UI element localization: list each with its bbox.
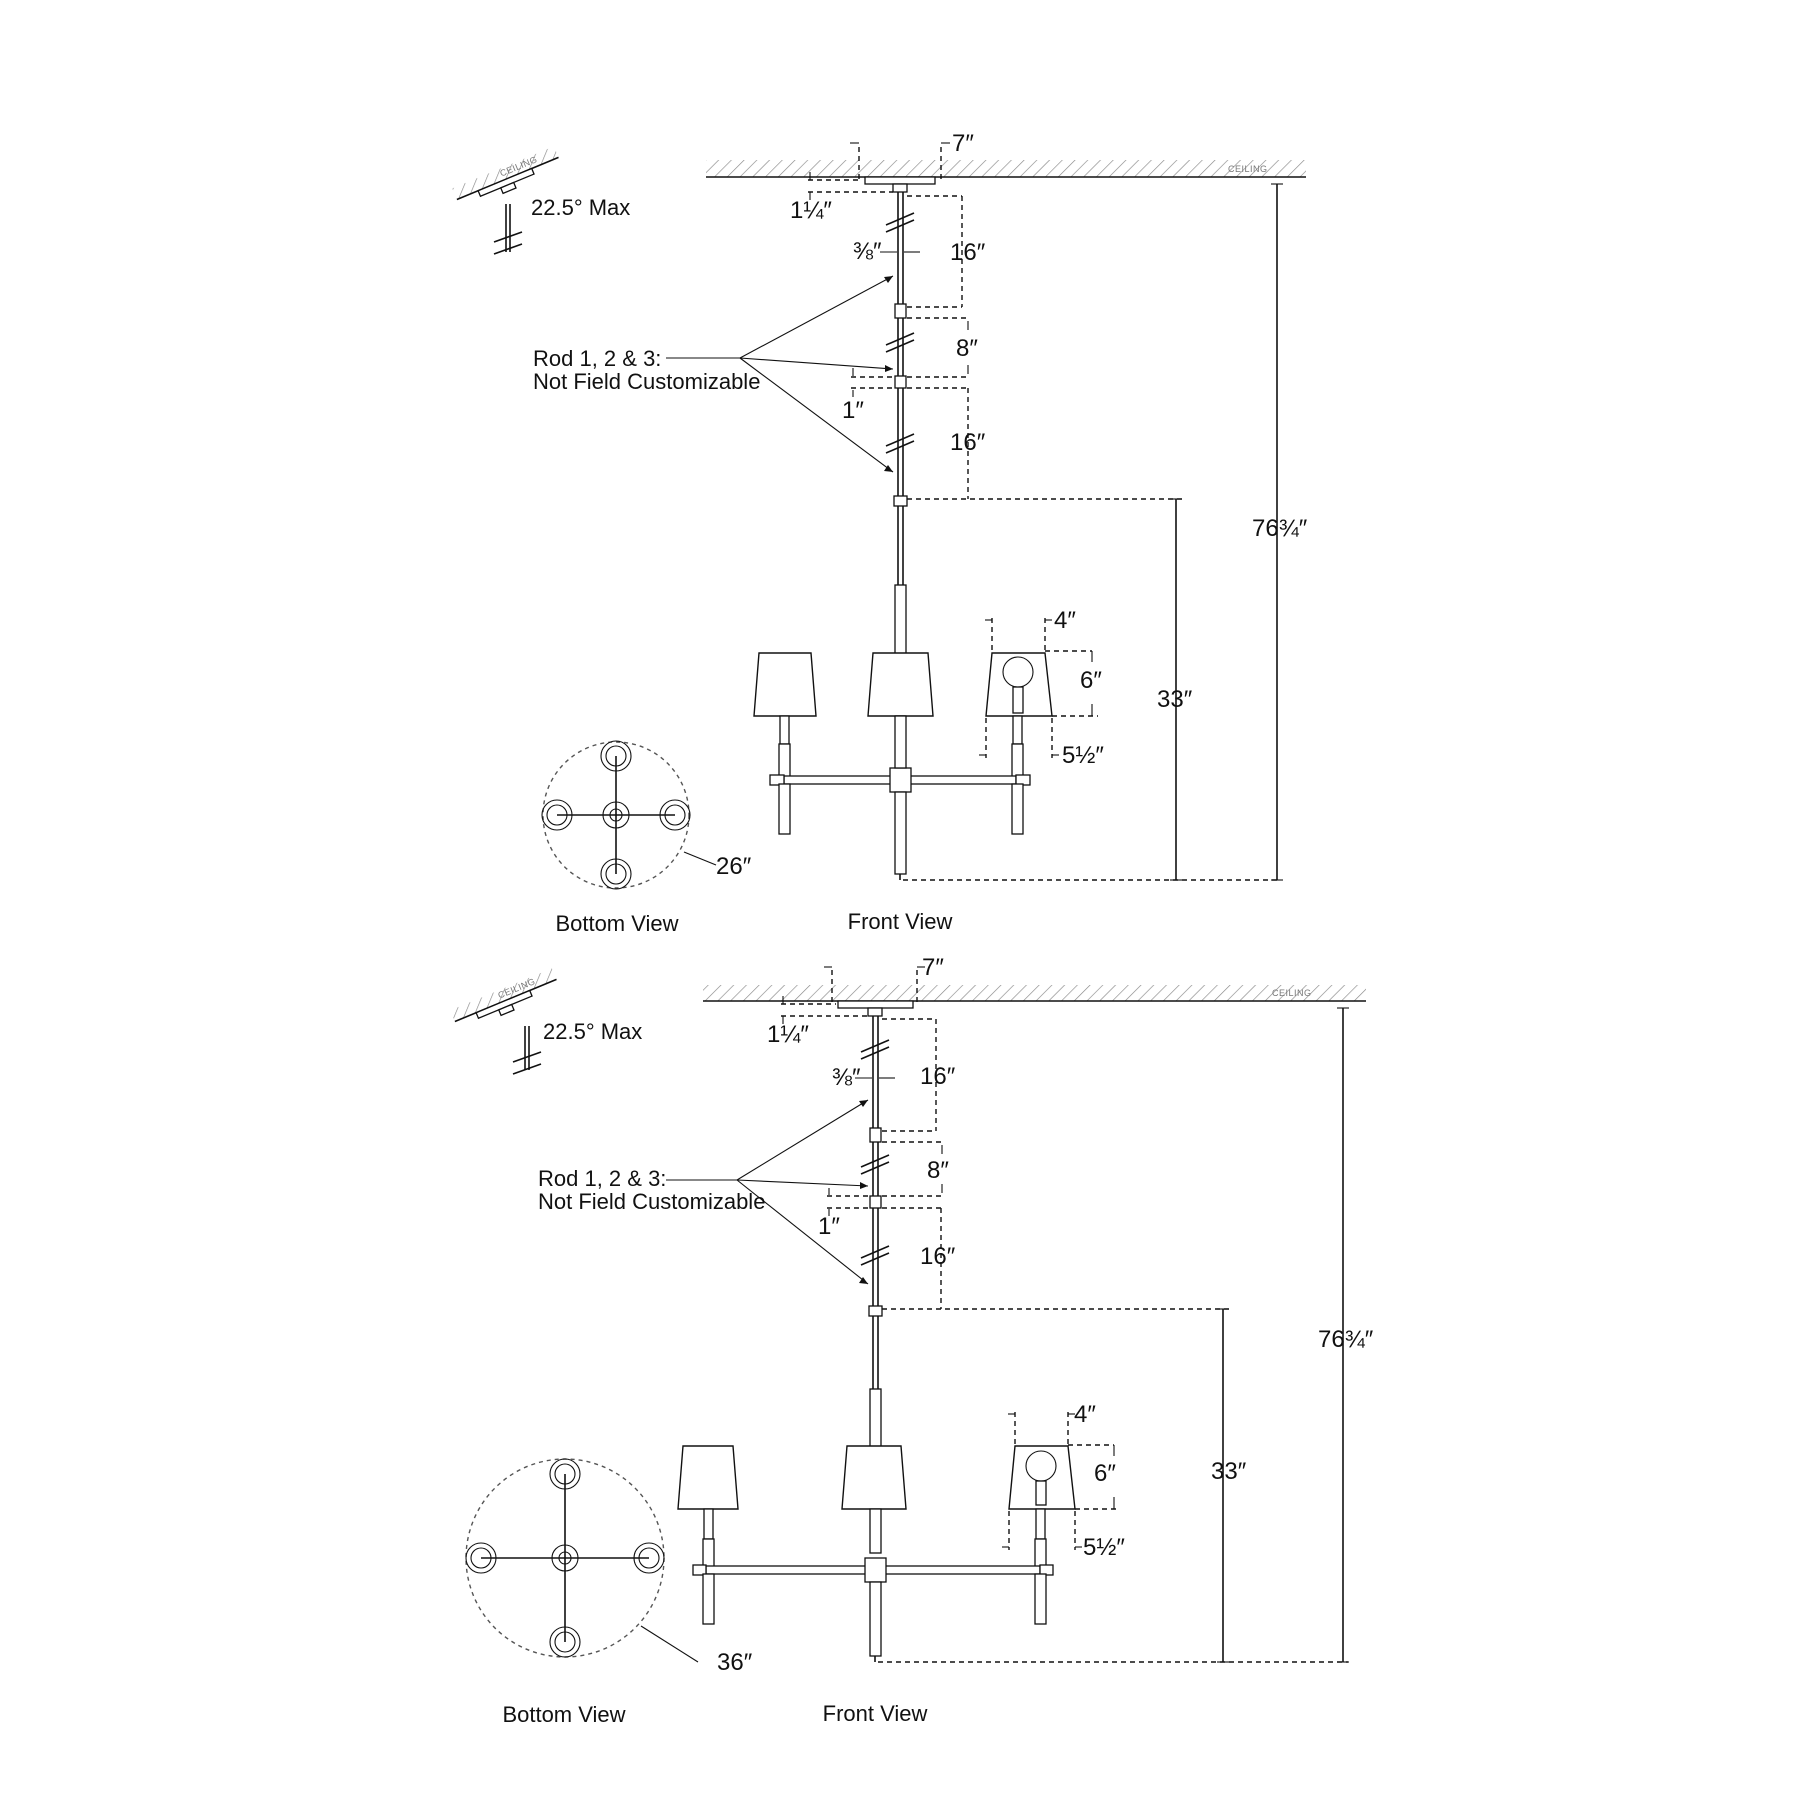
bottom-view: 26″ Bottom View: [541, 740, 752, 936]
rod3-dim: 16″: [950, 429, 986, 456]
center-column: [869, 1388, 882, 1450]
rod-note-callout: Rod 1, 2 & 3: Not Field Customizable: [533, 275, 894, 473]
shade-height-dim: 6″: [1094, 1460, 1116, 1487]
overall-height-dim: 76¾″: [1318, 1326, 1374, 1353]
rod-note-line2: Not Field Customizable: [538, 1189, 765, 1214]
front-view-label: Front View: [823, 1701, 928, 1726]
rod1-dim: 16″: [950, 239, 986, 266]
tilt-angle-label: 22.5° Max: [531, 195, 630, 220]
bottom-view: 36″ Bottom View: [465, 1458, 753, 1727]
shade-center: [841, 1445, 907, 1510]
rod2-dim: 8″: [927, 1157, 949, 1184]
dimension-lines: 7″ 1¼″ ⅜″ 16″ 8″: [790, 130, 1308, 881]
rod-joint-2: [894, 375, 907, 389]
dimension-lines: 7″ 1¼″ ⅜″ 16″ 8″ 1″ 16″: [767, 954, 1374, 1663]
coupling-dim: 1″: [842, 397, 864, 424]
shade-left: [677, 1445, 739, 1510]
body-height-dim: 33″: [1157, 686, 1193, 713]
shade-left: [753, 652, 817, 717]
center-column: [894, 584, 907, 656]
spread-circle: [542, 741, 690, 889]
ceiling-label: CEILING: [1228, 164, 1268, 174]
overall-height-dim: 76¾″: [1252, 515, 1308, 542]
center-hub: [889, 767, 912, 793]
rod1-dim: 16″: [920, 1063, 956, 1090]
sloped-ceiling-detail: CEILING 22.5° Max: [452, 146, 630, 255]
canopy-width-dim: 7″: [922, 954, 944, 981]
shade-center: [867, 652, 934, 717]
rod-joint-1: [894, 303, 907, 319]
body-height-dim: 33″: [1211, 1458, 1247, 1485]
rod2-dim: 8″: [956, 335, 978, 362]
ceiling: CEILING: [706, 160, 1306, 178]
rod-joint-2: [869, 1195, 882, 1209]
rod-note-line2: Not Field Customizable: [533, 369, 760, 394]
coupling-dim: 1″: [818, 1213, 840, 1240]
diagram-1: CEILING CEILING 22.5° Max: [452, 130, 1308, 936]
front-view-label: Front View: [848, 909, 953, 934]
ceiling: CEILING: [703, 985, 1366, 1002]
ceiling-label: CEILING: [1272, 988, 1312, 998]
shade-bottom-dim: 5½″: [1083, 1534, 1125, 1561]
rod-joint-3: [868, 1305, 883, 1317]
diagram-2: CEILING CEILING 22.5° Max: [450, 954, 1374, 1727]
spread-dim: 36″: [717, 1649, 753, 1676]
canopy: [837, 1000, 914, 1009]
rod-joint-3: [893, 495, 908, 507]
rod-joint-1: [869, 1127, 882, 1143]
canopy-height-dim: 1¼″: [767, 1021, 809, 1048]
rod-diameter-dim: ⅜″: [832, 1064, 861, 1091]
rod-diameter-dim: ⅜″: [853, 238, 882, 265]
shade-top-dim: 4″: [1054, 607, 1076, 634]
canopy-height-dim: 1¼″: [790, 197, 832, 224]
pendant-rods: [864, 176, 936, 656]
sloped-ceiling-detail: CEILING 22.5° Max: [450, 968, 642, 1075]
rod-note-callout: Rod 1, 2 & 3: Not Field Customizable: [538, 1099, 869, 1285]
spread-dim: 26″: [716, 853, 752, 880]
shade-top-dim: 4″: [1074, 1401, 1096, 1428]
tilt-angle-label: 22.5° Max: [543, 1019, 642, 1044]
bottom-view-label: Bottom View: [555, 911, 678, 936]
rod-note-line1: Rod 1, 2 & 3:: [533, 346, 661, 371]
socket: [1035, 1480, 1047, 1506]
shade-bottom-dim: 5½″: [1062, 742, 1104, 769]
rod-note-line1: Rod 1, 2 & 3:: [538, 1166, 666, 1191]
socket: [1012, 686, 1024, 714]
fixture-front-view: [753, 652, 1053, 880]
center-hub: [864, 1557, 887, 1583]
canopy: [864, 176, 936, 185]
bottom-view-label: Bottom View: [502, 1702, 625, 1727]
rod3-dim: 16″: [920, 1243, 956, 1270]
fixture-front-view: [677, 1445, 1076, 1662]
shade-height-dim: 6″: [1080, 667, 1102, 694]
canopy-width-dim: 7″: [952, 130, 974, 157]
